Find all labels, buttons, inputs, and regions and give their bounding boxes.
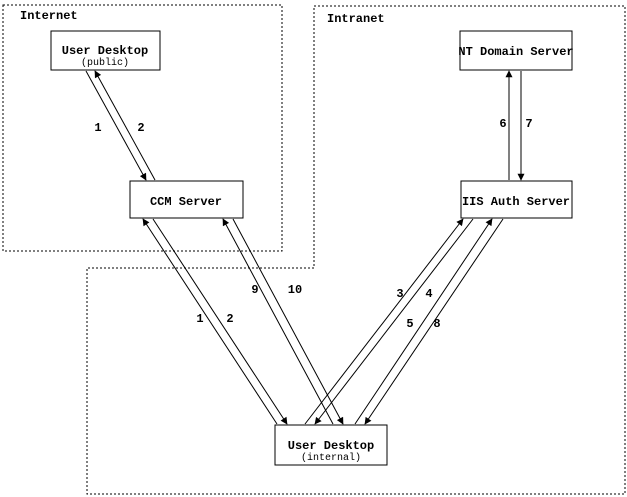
iis-auth-server-box <box>460 180 573 219</box>
arrow-ccm-to-internal-desktop-10 <box>232 218 344 425</box>
intranet-region-label: Intranet <box>327 12 385 26</box>
arrow-ccm-to-public-desktop <box>94 70 156 181</box>
arrow-label-1-internal: 1 <box>196 312 203 326</box>
arrow-label-2-internal: 2 <box>226 312 233 326</box>
nt-domain-server-box <box>459 30 573 71</box>
arrow-internal-desktop-to-iis-5 <box>354 218 493 425</box>
nt-domain-server-title: NT Domain Server <box>458 45 573 59</box>
intranet-region-outline <box>86 5 626 495</box>
node-user-desktop-public: User Desktop (public) <box>50 30 161 71</box>
arrow-label-7: 7 <box>525 117 532 131</box>
node-iis-auth-server: IIS Auth Server <box>460 180 573 219</box>
user-desktop-internal-subtitle: (internal) <box>301 452 361 464</box>
arrow-label-3: 3 <box>396 287 403 301</box>
internet-region-label: Internet <box>20 9 78 23</box>
arrow-iis-to-internal-desktop-8 <box>364 218 504 425</box>
arrow-ccm-to-internal-desktop-2 <box>152 218 288 425</box>
user-desktop-public-box <box>50 30 161 71</box>
user-desktop-public-title: User Desktop <box>62 44 148 58</box>
arrow-label-9: 9 <box>251 283 258 297</box>
arrow-public-desktop-to-ccm <box>85 70 147 181</box>
arrow-internal-desktop-to-iis-3 <box>304 218 464 425</box>
user-desktop-internal-box <box>274 424 388 466</box>
arrow-internal-desktop-to-ccm-9 <box>222 218 334 425</box>
internet-region-outline <box>2 4 283 252</box>
node-user-desktop-internal: User Desktop (internal) <box>274 424 388 466</box>
arrow-label-5: 5 <box>406 317 413 331</box>
iis-auth-server-title: IIS Auth Server <box>462 195 570 209</box>
ccm-server-box <box>129 180 244 219</box>
arrow-label-1-public: 1 <box>94 121 101 135</box>
arrow-iis-to-internal-desktop-4 <box>314 218 474 425</box>
arrow-label-2-public: 2 <box>137 121 144 135</box>
arrow-internal-desktop-to-ccm-1 <box>142 218 278 425</box>
arrow-label-4: 4 <box>425 287 432 301</box>
user-desktop-public-subtitle: (public) <box>81 57 129 69</box>
node-nt-domain-server: NT Domain Server <box>458 30 574 71</box>
node-ccm-server: CCM Server <box>129 180 244 219</box>
arrow-label-6: 6 <box>499 117 506 131</box>
user-desktop-internal-title: User Desktop <box>288 439 374 453</box>
ccm-server-title: CCM Server <box>150 195 222 209</box>
arrow-label-8: 8 <box>433 317 440 331</box>
arrow-label-10: 10 <box>288 283 302 297</box>
